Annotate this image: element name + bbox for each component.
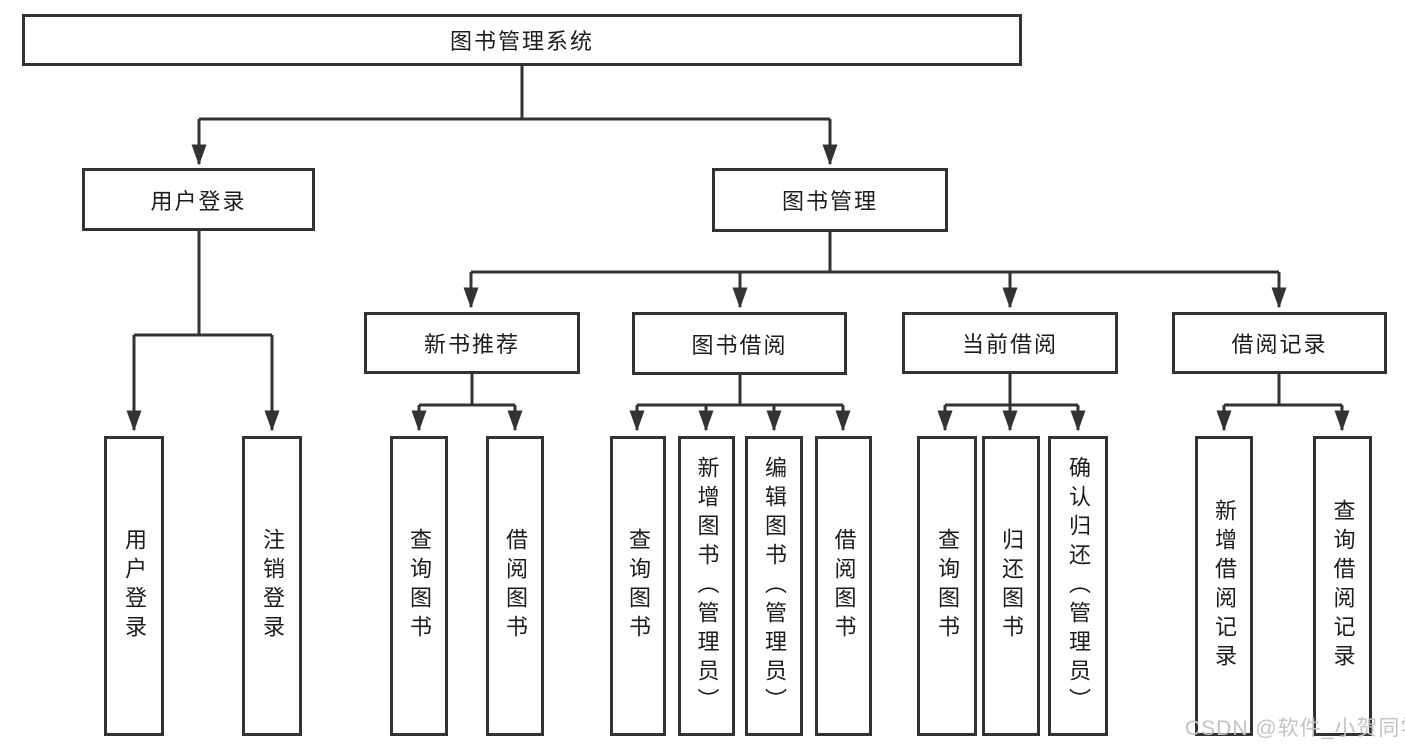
leaf-add-books-admin-label: 新增图书（管理员） [694, 455, 720, 717]
node-user-login-label: 用户登录 [150, 188, 247, 214]
leaf-confirm-return-admin: 确认归还（管理员） [1048, 436, 1108, 736]
node-current-borrowing-label: 当前借阅 [961, 332, 1058, 357]
node-book-borrowing: 图书借阅 [632, 312, 847, 375]
leaf-borrow-books-1: 借阅图书 [486, 436, 544, 736]
leaf-borrow-books-2-label: 借阅图书 [831, 528, 857, 644]
leaf-return-books: 归还图书 [982, 436, 1040, 736]
leaf-query-books-2: 查询图书 [610, 436, 666, 736]
node-borrowing-records: 借阅记录 [1172, 312, 1387, 374]
csdn-watermark: CSDN @软件_小贺同学 [1185, 717, 1405, 740]
leaf-edit-books-admin: 编辑图书（管理员） [745, 436, 803, 736]
leaf-add-books-admin: 新增图书（管理员） [678, 436, 735, 736]
leaf-user-login: 用户登录 [104, 436, 164, 736]
leaf-query-borrow-record-label: 查询借阅记录 [1330, 499, 1356, 673]
node-root-label: 图书管理系统 [449, 29, 594, 54]
node-root: 图书管理系统 [22, 14, 1022, 66]
leaf-query-borrow-record: 查询借阅记录 [1313, 436, 1372, 736]
leaf-query-books-1: 查询图书 [390, 436, 448, 736]
leaf-query-books-1-label: 查询图书 [407, 528, 432, 644]
leaf-add-borrow-record-label: 新增借阅记录 [1212, 499, 1237, 673]
leaf-user-login-label: 用户登录 [122, 528, 147, 644]
node-book-borrowing-label: 图书借阅 [691, 332, 788, 358]
leaf-logout-label: 注销登录 [260, 528, 285, 644]
leaf-query-books-3: 查询图书 [917, 436, 977, 736]
node-user-login: 用户登录 [82, 168, 315, 231]
leaf-add-borrow-record: 新增借阅记录 [1195, 436, 1253, 736]
leaf-edit-books-admin-label: 编辑图书（管理员） [762, 455, 787, 717]
leaf-query-books-2-label: 查询图书 [626, 528, 651, 644]
node-current-borrowing: 当前借阅 [902, 312, 1118, 374]
leaf-borrow-books-2: 借阅图书 [815, 436, 872, 736]
leaf-return-books-label: 归还图书 [999, 528, 1024, 644]
connector-trunks [134, 66, 1342, 407]
node-new-book-recommend-label: 新书推荐 [423, 332, 520, 357]
node-new-book-recommend: 新书推荐 [364, 312, 580, 374]
node-book-management: 图书管理 [712, 168, 948, 232]
node-book-management-label: 图书管理 [781, 189, 878, 214]
leaf-confirm-return-admin-label: 确认归还（管理员） [1066, 455, 1091, 717]
leaf-query-books-3-label: 查询图书 [935, 528, 960, 644]
leaf-logout: 注销登录 [242, 436, 302, 736]
leaf-borrow-books-1-label: 借阅图书 [503, 528, 528, 644]
node-borrowing-records-label: 借阅记录 [1231, 332, 1328, 357]
